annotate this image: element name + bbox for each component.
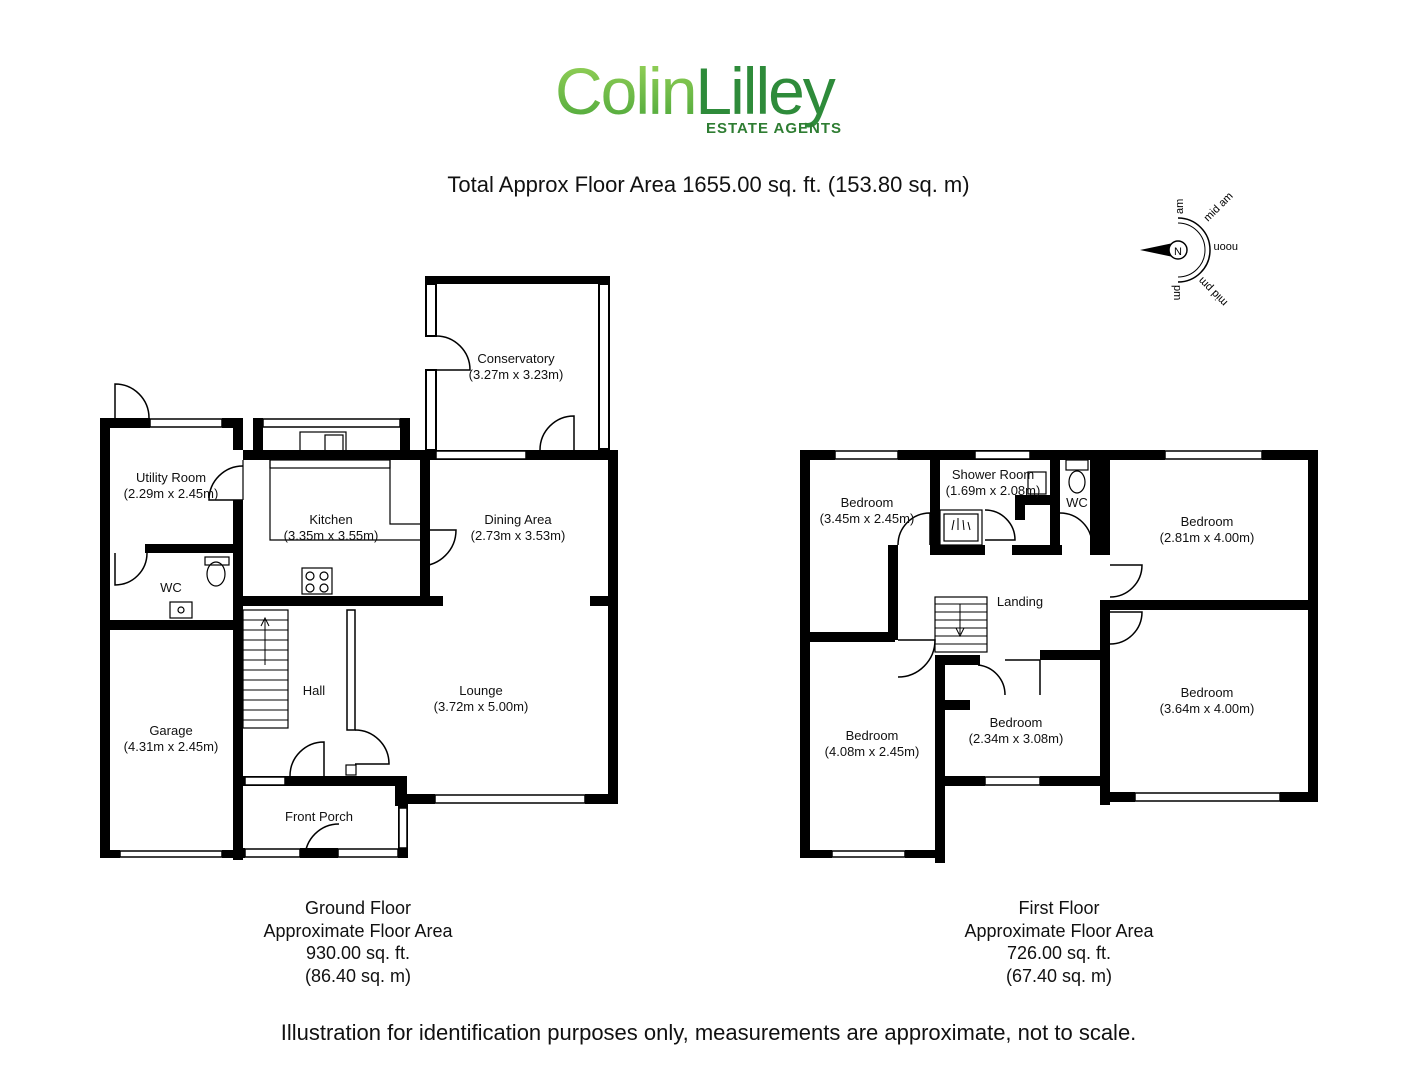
compass-am: am [1174,199,1186,214]
room-name-utility: Utility Room [136,470,206,485]
logo-name-part2: Lilley [695,54,835,128]
ground-floor-sqm: (86.40 sq. m) [304,965,412,986]
first-floor-summary: First Floor Approximate Floor Area 726.0… [909,897,1209,987]
room-name-lounge: Lounge [459,683,502,698]
room-name-porch: Front Porch [285,809,353,824]
logo-tagline: ESTATE AGENTS [706,120,842,137]
first-floor-sqft: 726.00 sq. ft. [1006,943,1112,963]
compass-rose: N am mid am noon mid pm pm [1140,190,1238,308]
disclaimer: Illustration for identification purposes… [280,1020,1137,1045]
room-dims-kitchen: (3.35m x 3.55m) [284,528,379,543]
room-dims-bedroom-ne: (2.81m x 4.00m) [1160,530,1255,545]
room-name-ground-wc: WC [160,580,182,595]
room-dims-shower: (1.69m x 2.08m) [946,483,1041,498]
compass-mid-pm: mid pm [1196,274,1230,308]
room-name-conservatory: Conservatory [477,351,555,366]
room-dims-garage: (4.31m x 2.45m) [124,739,219,754]
ground-floor-summary: Ground Floor Approximate Floor Area 930.… [208,897,508,987]
first-floor-sqm: (67.40 sq. m) [1005,965,1113,986]
room-name-bedroom-ne: Bedroom [1181,514,1234,529]
ground-floor-sqft: 930.00 sq. ft. [305,943,411,963]
svg-text:ColinLilley: ColinLilley [555,54,836,128]
room-name-bedroom-sw: Bedroom [846,728,899,743]
room-name-landing: Landing [997,594,1043,609]
logo-name-part1: Colin [555,54,695,128]
room-name-bedroom-nw: Bedroom [841,495,894,510]
compass-north: N [1174,246,1182,258]
compass-noon: noon [1214,241,1238,253]
room-dims-bedroom-sw: (4.08m x 2.45m) [825,744,920,759]
room-name-kitchen: Kitchen [309,512,352,527]
room-name-first-wc: WC [1066,495,1088,510]
colin-lilley-logo: ColinLilley ESTATE AGENTS [555,54,842,137]
room-name-dining: Dining Area [484,512,552,527]
room-dims-bedroom-nw: (3.45m x 2.45m) [820,511,915,526]
room-name-hall: Hall [303,683,326,698]
first-floor-title: First Floor [1018,898,1100,918]
ground-floor-title: Ground Floor [304,898,412,918]
first-floor-subtitle: Approximate Floor Area [964,920,1154,941]
room-name-garage: Garage [149,723,192,738]
compass-mid-am: mid am [1202,190,1236,224]
room-dims-lounge: (3.72m x 5.00m) [434,699,529,714]
room-dims-bedroom-small: (2.34m x 3.08m) [969,731,1064,746]
room-dims-bedroom-se: (3.64m x 4.00m) [1160,701,1255,716]
room-name-bedroom-se: Bedroom [1181,685,1234,700]
ground-floor-subtitle: Approximate Floor Area [263,920,453,941]
total-floor-area: Total Approx Floor Area 1655.00 sq. ft. … [447,172,970,197]
room-dims-utility: (2.29m x 2.45m) [124,486,219,501]
room-dims-dining: (2.73m x 3.53m) [471,528,566,543]
room-name-bedroom-small: Bedroom [990,715,1043,730]
room-dims-conservatory: (3.27m x 3.23m) [469,367,564,382]
compass-pm: pm [1171,285,1183,300]
room-name-shower: Shower Room [952,467,1034,482]
